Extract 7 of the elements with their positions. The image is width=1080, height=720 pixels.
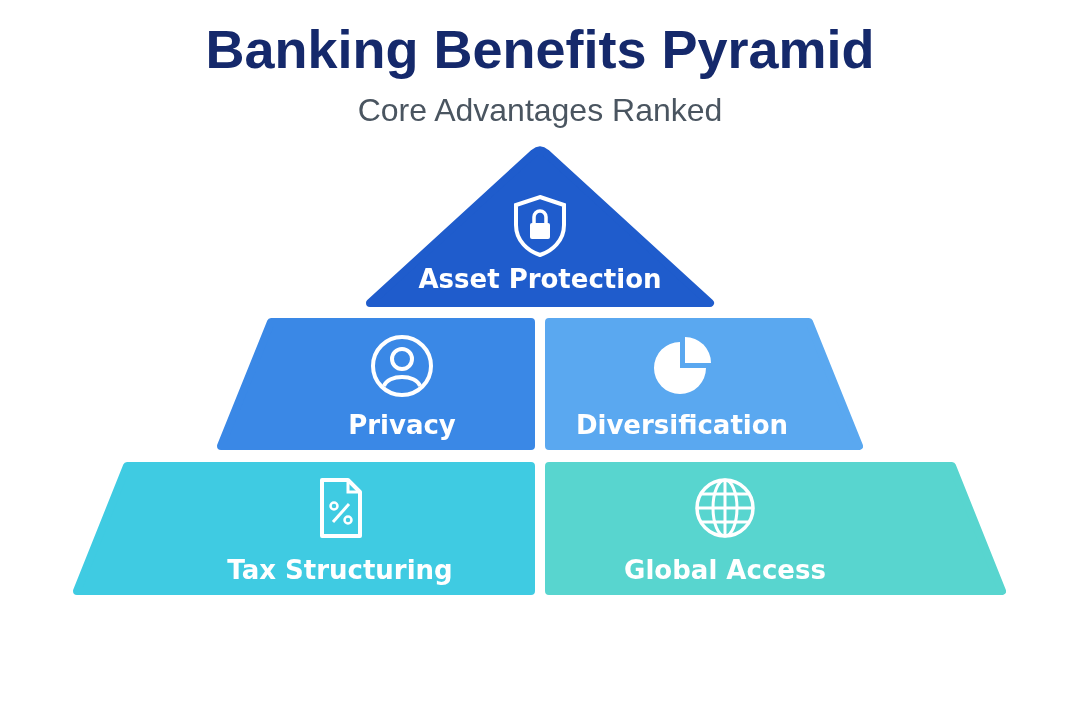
tier-label: Tax Structuring xyxy=(227,555,453,585)
tier-label: Diversification xyxy=(575,410,789,440)
title: Banking Benefits Pyramid xyxy=(205,18,875,80)
subtitle: Core Advantages Ranked xyxy=(357,92,723,129)
tier-label: Global Access xyxy=(624,555,826,585)
tier-label: Privacy xyxy=(348,410,456,440)
tier-label: Asset Protection xyxy=(418,264,662,294)
